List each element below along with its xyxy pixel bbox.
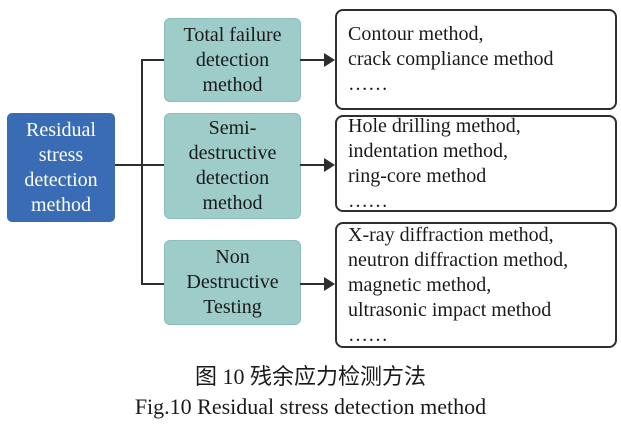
arrow-right-icon [300, 158, 335, 172]
figure-caption-zh: 图 10 残余应力检测方法 [194, 364, 426, 389]
root-node-residual-stress: Residual stress detection method [7, 113, 115, 222]
connector-trunk-line [115, 164, 165, 166]
category-node-semi-destructive: Semi- destructive detection method [164, 113, 301, 219]
arrow-shaft [300, 283, 326, 285]
connector-spine-line [141, 59, 143, 285]
arrow-head-icon [324, 53, 335, 67]
methods-node-semi-destructive: Hole drilling method, indentation method… [335, 115, 617, 212]
arrow-right-icon [300, 53, 335, 67]
arrow-right-icon [300, 277, 335, 291]
methods-node-non-destructive: X-ray diffraction method, neutron diffra… [335, 222, 617, 348]
figure-caption: 图 10 残余应力检测方法 Fig.10 Residual stress det… [0, 362, 621, 422]
arrow-shaft [300, 59, 326, 61]
methods-node-total-failure: Contour method, crack compliance method … [335, 9, 617, 110]
arrow-head-icon [324, 277, 335, 291]
connector-branch-3-line [141, 283, 165, 285]
figure-caption-en: Fig.10 Residual stress detection method [134, 394, 487, 419]
category-node-total-failure: Total failure detection method [164, 18, 301, 102]
connector-branch-1-line [141, 59, 165, 61]
category-node-non-destructive: Non Destructive Testing [164, 240, 301, 325]
arrow-head-icon [324, 158, 335, 172]
arrow-shaft [300, 164, 326, 166]
